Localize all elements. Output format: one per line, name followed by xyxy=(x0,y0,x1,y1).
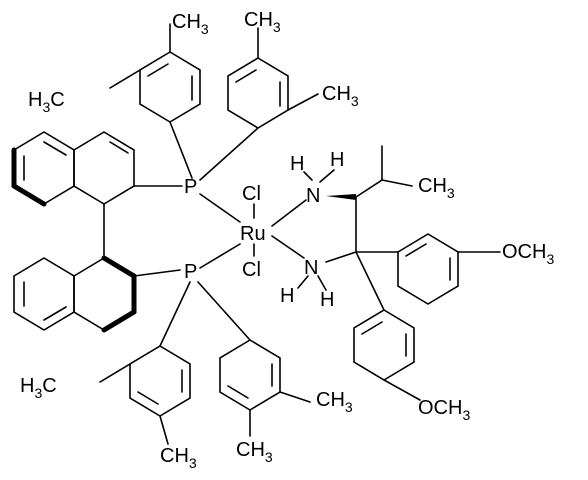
chloride-lower-label: Cl xyxy=(242,259,261,281)
methyl-label-upper-left-b: H3C xyxy=(28,89,65,115)
methyl-label-upper-right-a: CH3 xyxy=(244,9,281,35)
methyl-label-lower-right-a: CH3 xyxy=(316,389,353,415)
nitrogen-upper-label: N xyxy=(306,185,320,207)
aryl-ring-lower-right xyxy=(219,339,311,437)
methyl-label-lower-left-a: H3C xyxy=(20,375,57,401)
methoxy-label-bottom: OCH3 xyxy=(418,397,470,423)
aryl-ring-upper-right xyxy=(227,27,319,129)
binaphthyl-lower-naphthalene xyxy=(13,255,137,333)
methyl-label-isopropyl: CH3 xyxy=(418,175,455,201)
phosphorus-upper-label: P xyxy=(184,176,197,198)
methoxy-label-right: OCH3 xyxy=(502,241,554,267)
anisyl-ring-right xyxy=(397,233,501,305)
binaphthyl-upper-naphthalene xyxy=(11,131,135,207)
methyl-label-lower-left-b: CH3 xyxy=(160,445,197,471)
methyl-label-upper-right-b: CH3 xyxy=(322,83,359,109)
phosphorus-lower-label: P xyxy=(184,261,197,283)
aryl-ring-lower-left xyxy=(99,345,191,445)
methyl-label-lower-right-b: CH3 xyxy=(236,439,273,465)
methyl-label-upper-left-a: CH3 xyxy=(172,11,209,37)
ruthenium-label: Ru xyxy=(240,223,266,245)
anisyl-ring-bottom xyxy=(353,309,421,401)
aryl-ring-upper-left xyxy=(109,23,201,123)
amine-h-upper-1: H xyxy=(290,153,304,175)
amine-h-lower-1: H xyxy=(280,285,294,307)
amine-h-lower-2: H xyxy=(320,289,334,311)
chloride-upper-label: Cl xyxy=(242,183,261,205)
nitrogen-lower-label: N xyxy=(304,257,318,279)
amine-h-upper-2: H xyxy=(330,149,344,171)
stereo-wedge-bond xyxy=(326,194,356,200)
